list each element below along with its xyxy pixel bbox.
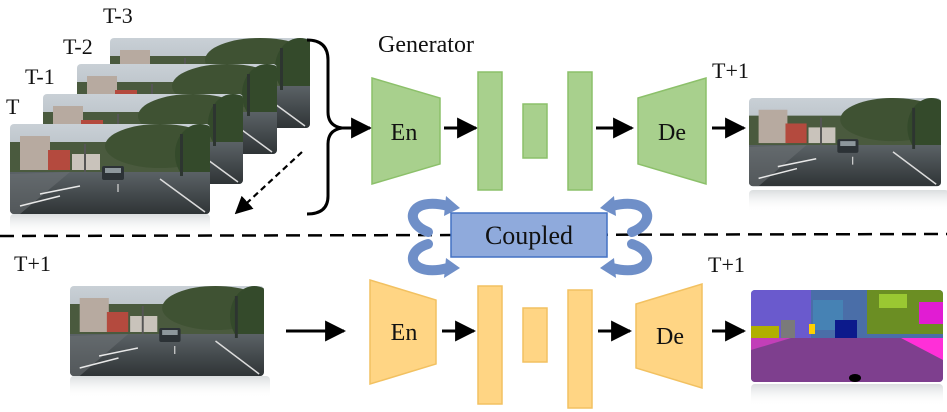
coupled-label: Coupled [485, 221, 573, 250]
bottom-latent-bar-2 [522, 307, 548, 363]
bottom-latent-bar-1 [477, 285, 503, 405]
top-decoder-block [637, 76, 707, 186]
coupled-box [450, 212, 608, 258]
top-decoder-label: De [658, 120, 686, 146]
top-latent-bar-1 [477, 71, 503, 191]
input-frame-stack [10, 38, 325, 236]
coupled-arrows [407, 196, 653, 278]
bottom-decoder-block [635, 282, 703, 390]
bottom-latent-bar-3 [567, 289, 593, 409]
top-output-reflection [749, 190, 947, 212]
generator-title: Generator [378, 32, 474, 58]
top-latent-bar-2 [522, 103, 548, 159]
bottom-encoder-label: En [391, 320, 418, 346]
feedback-dashed-arrow [234, 151, 303, 215]
frame-t-reflection [10, 214, 210, 236]
frame-label-t-3: T-3 [103, 3, 133, 28]
top-encoder-block [371, 76, 441, 186]
top-output-label: T+1 [712, 58, 749, 83]
frame-label-t: T [6, 94, 20, 119]
bottom-input-reflection [70, 376, 270, 398]
top-latent-bar-3 [567, 71, 593, 191]
bottom-input-label: T+1 [14, 251, 51, 276]
frame-label-t-2: T-2 [63, 34, 93, 59]
segmentation-output-image [751, 290, 943, 382]
frame-label-t-1: T-1 [25, 64, 55, 89]
segmentation-output-reflection [751, 384, 943, 406]
bottom-input-frame-image [70, 286, 279, 376]
frame-t-image [10, 124, 225, 214]
frames-brace [306, 38, 343, 216]
bottom-decoder-label: De [656, 324, 684, 350]
bottom-encoder-block [369, 278, 437, 386]
top-output-frame-image [749, 98, 947, 186]
top-encoder-label: En [391, 120, 418, 146]
bottom-output-label: T+1 [708, 252, 745, 277]
